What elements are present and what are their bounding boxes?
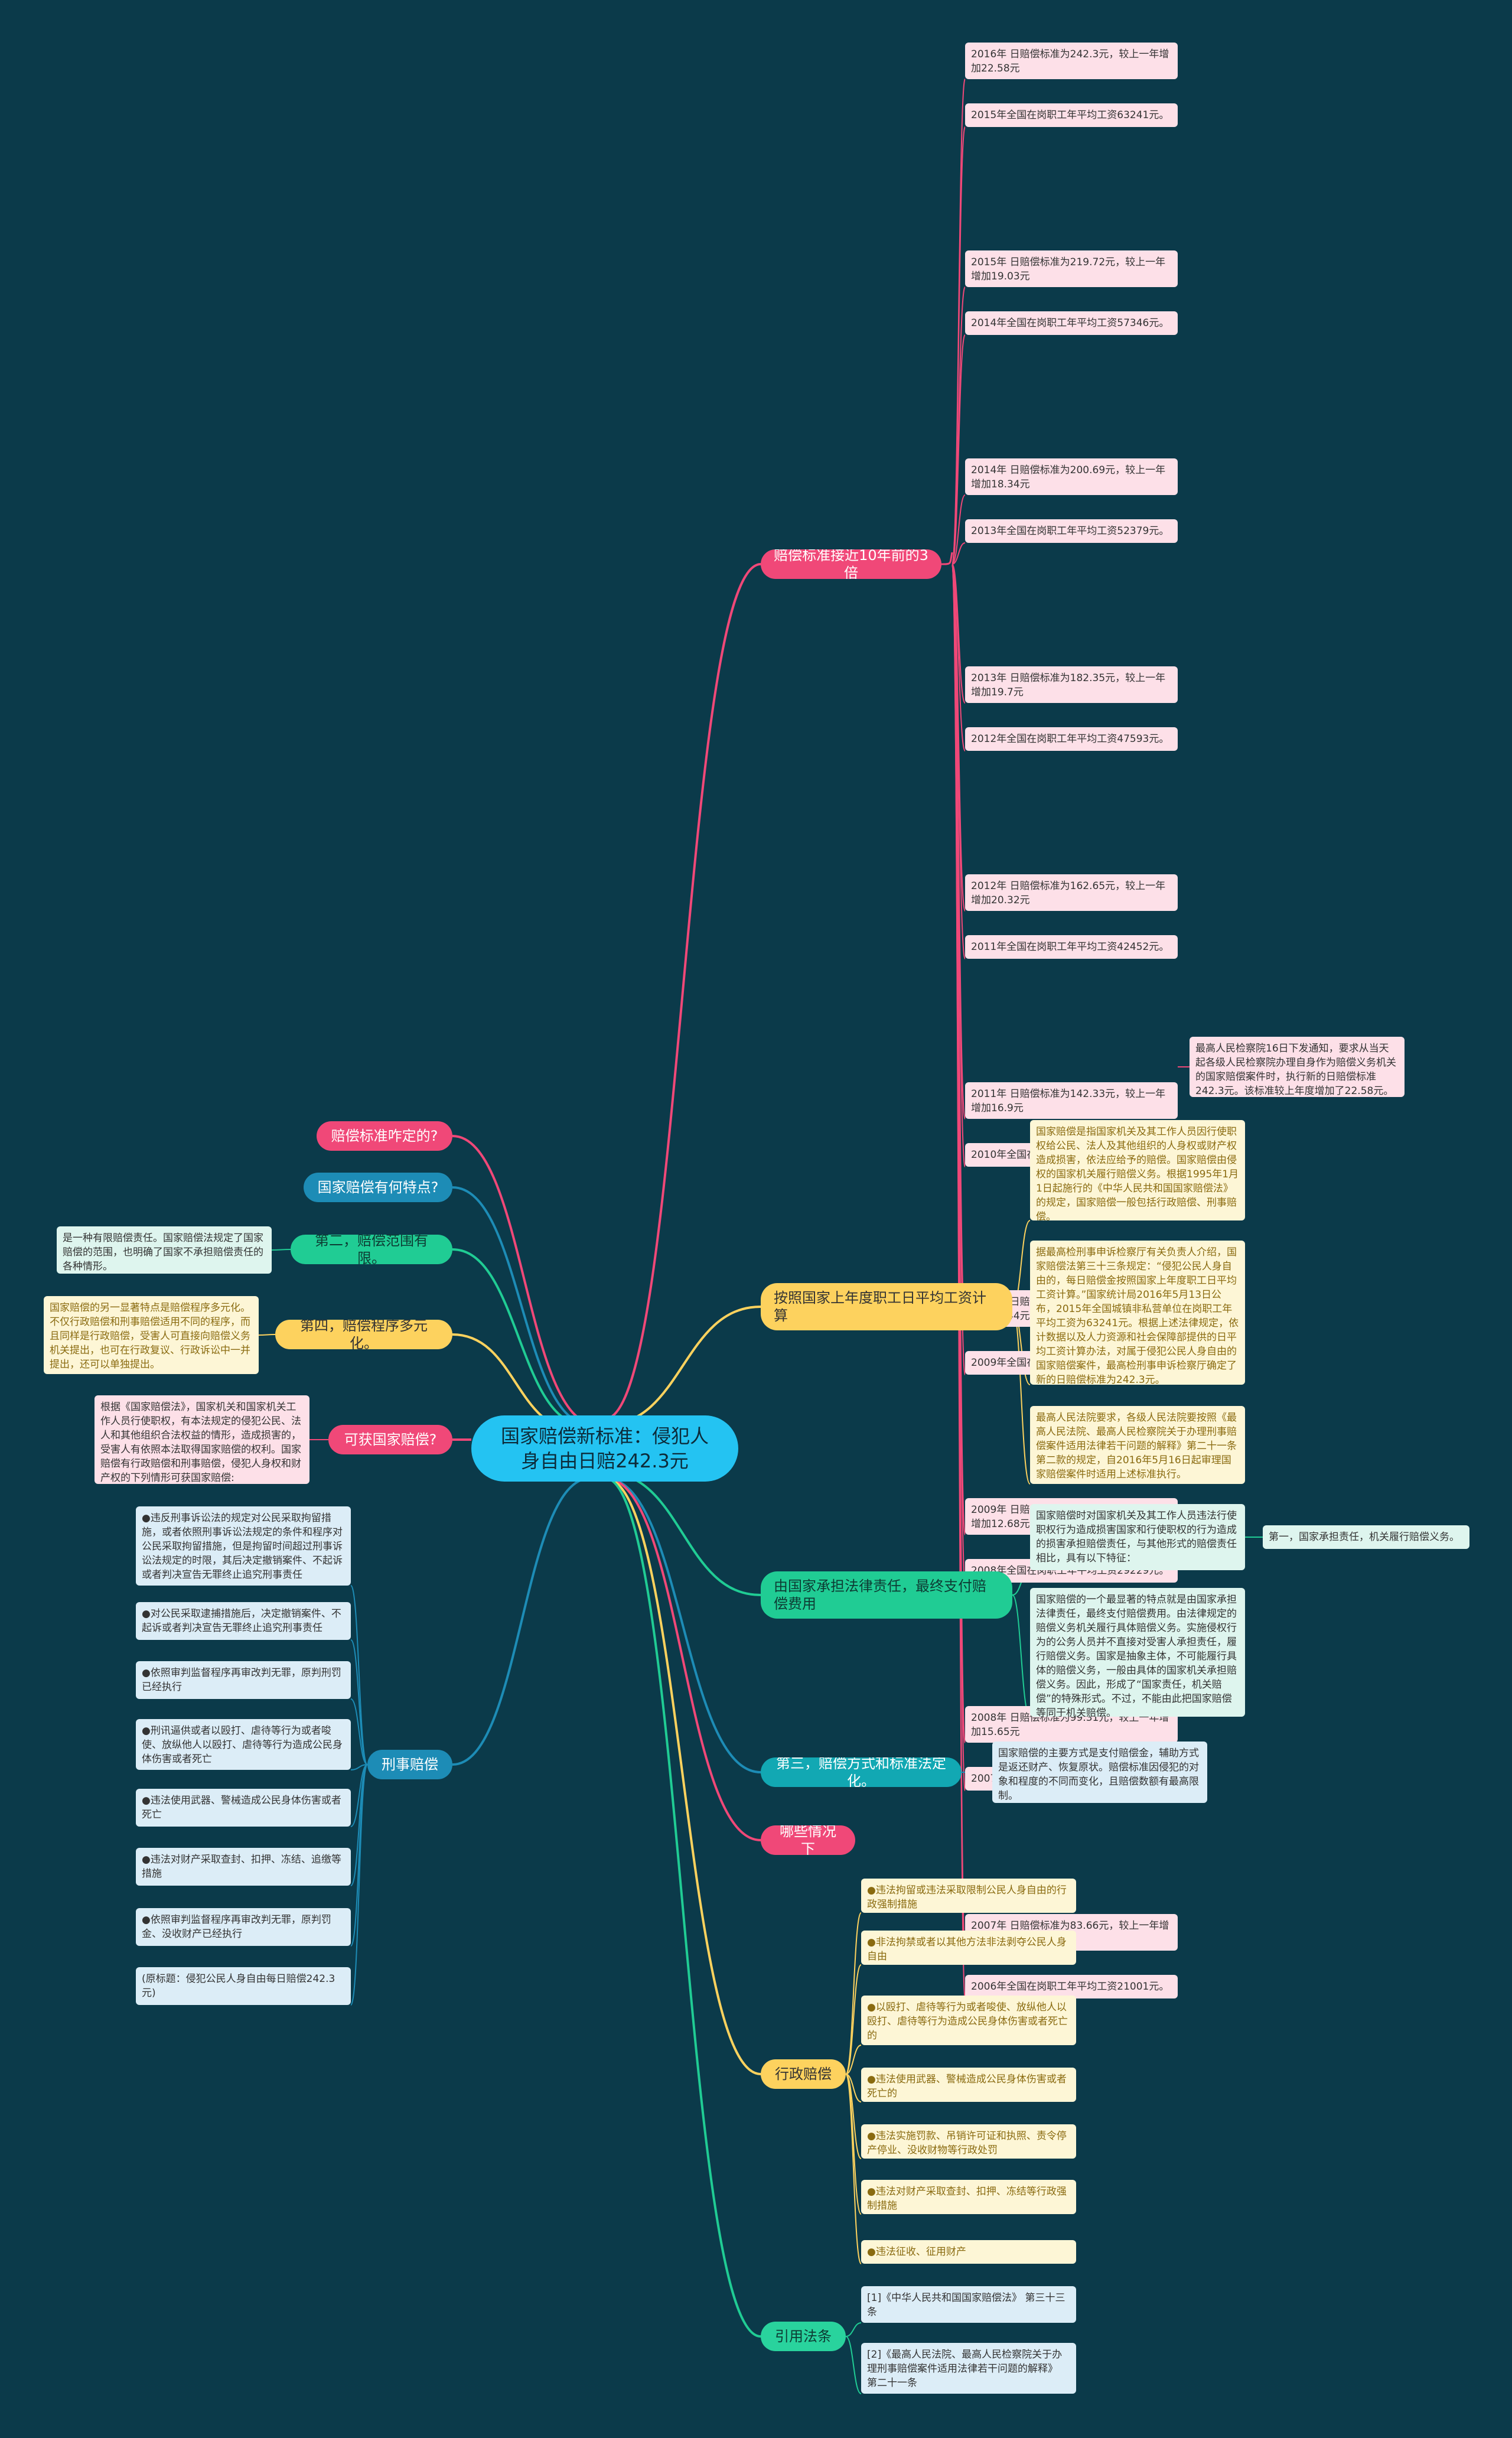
connector <box>845 2322 862 2337</box>
branch1-item-1: 2015年全国在岗职工年平均工资63241元。 <box>965 103 1178 127</box>
branch-cited-laws[interactable]: 引用法条 <box>761 2322 846 2351</box>
left6-item-0: ●违反刑事诉讼法的规定对公民采取拘留措施，或者依照刑事诉讼法规定的条件和程序对公… <box>136 1506 351 1586</box>
connector <box>350 1698 368 1765</box>
branch-which-situations[interactable]: 哪些情况下 <box>761 1825 855 1855</box>
connector <box>350 1764 368 1770</box>
branch-administrative-compensation[interactable]: 行政赔偿 <box>761 2059 846 2089</box>
connector <box>845 2074 862 2102</box>
branch3-item-0: 国家赔偿时对国家机关及其工作人员违法行使职权行为造成损害国家和行使职权的行为造成… <box>1030 1504 1245 1570</box>
branch1-item-5: 2013年全国在岗职工年平均工资52379元。 <box>965 519 1178 543</box>
connector <box>1012 1306 1031 1485</box>
left6-item-7: (原标题：侵犯公民人身自由每日赔偿242.3元) <box>136 1967 351 2005</box>
branch1-item-8: 2012年 日赔偿标准为162.65元，较上一年增加20.32元 <box>965 874 1178 911</box>
connector <box>845 2074 862 2215</box>
branch2-item-2: 最高人民法院要求，各级人民法院要按照《最高人民法院、最高人民检察院关于办理刑事赔… <box>1030 1406 1245 1484</box>
branch6-item-6: ●违法征收、征用财产 <box>861 2240 1076 2264</box>
branch2-item-0: 国家赔偿是指国家机关及其工作人员因行使职权给公民、法人及其他组织的人身权或财产权… <box>1030 1120 1245 1220</box>
branch-daily-wage[interactable]: 按照国家上年度职工日平均工资计算 <box>761 1283 1012 1330</box>
branch6-item-1: ●非法拘禁或者以其他方法非法剥夺公民人身自由 <box>861 1931 1076 1965</box>
left6-item-2: ●依照审判监督程序再审改判无罪，原判刑罚已经执行 <box>136 1661 351 1699</box>
branch2-item-1: 据最高检刑事申诉检察厅有关负责人介绍，国家赔偿法第三十三条规定：“侵犯公民人身自… <box>1030 1241 1245 1385</box>
branch6-item-2: ●以殴打、虐待等行为或者唆使、放纵他人以殴打、虐待等行为造成公民身体伤害或者死亡… <box>861 1996 1076 2045</box>
connector <box>258 1334 276 1336</box>
branch1-item-6: 2013年 日赔偿标准为182.35元，较上一年增加19.7元 <box>965 666 1178 703</box>
branch1-item-19: 2006年全国在岗职工年平均工资21001元。 <box>965 1975 1178 1998</box>
branch7-item-0: [1]《中华人民共和国国家赔偿法》 第三十三条 <box>861 2286 1076 2323</box>
branch1-item-7: 2012年全国在岗职工年平均工资47593元。 <box>965 727 1178 751</box>
connector <box>845 2336 862 2394</box>
left6-item-3: ●刑讯逼供或者以殴打、虐待等行为或者唆使、放纵他人以殴打、虐待等行为造成公民身体… <box>136 1719 351 1770</box>
connector <box>845 1912 862 2075</box>
branch1-item-10: 2011年 日赔偿标准为142.33元，较上一年增加16.9元 <box>965 1082 1178 1119</box>
connector <box>271 1249 291 1251</box>
connector <box>951 542 966 565</box>
branch3-item-1: 国家赔偿的一个最显著的特点就是由国家承担法律责任，最终支付赔偿费用。由法律规定的… <box>1030 1588 1245 1717</box>
connector <box>951 334 966 565</box>
branch-compensation-standard[interactable]: 赔偿标准接近10年前的3倍 <box>761 549 941 579</box>
left5-item: 根据《国家赔偿法》，国家机关和国家机关工作人员行使职权，有本法规定的侵犯公民、法… <box>94 1395 309 1484</box>
connector <box>452 1186 591 1426</box>
branch-method-standard[interactable]: 第三，赔偿方式和标准法定化。 <box>761 1757 962 1787</box>
branch6-item-0: ●违法拘留或违法采取限制公民人身自由的行政强制措施 <box>861 1879 1076 1913</box>
branch6-item-4: ●违法实施罚款、吊销许可证和执照、责令停产停业、没收财物等行政处罚 <box>861 2124 1076 2159</box>
connector <box>951 564 966 751</box>
connector <box>452 1135 597 1426</box>
connector <box>350 1764 368 2006</box>
branch1-item-0: 2016年 日赔偿标准为242.3元，较上一年增加22.58元 <box>965 43 1178 79</box>
branch6-item-3: ●违法使用武器、警械造成公民身体伤害或者死亡的 <box>861 2068 1076 2102</box>
branch1-item-4: 2014年 日赔偿标准为200.69元，较上一年增加18.34元 <box>965 458 1178 495</box>
branch-state-liability[interactable]: 由国家承担法律责任，最终支付赔偿费用 <box>761 1571 1012 1619</box>
connector <box>604 1306 761 1426</box>
branch1-item-3: 2014年全国在岗职工年平均工资57346元。 <box>965 311 1178 335</box>
branch1-item-2: 2015年 日赔偿标准为219.72元，较上一年增加19.03元 <box>965 250 1178 287</box>
connector <box>604 1477 761 1841</box>
left-diverse-procedure[interactable]: 第四，赔偿程序多元化。 <box>275 1320 452 1349</box>
connector <box>1012 1594 1031 1717</box>
left-characteristics[interactable]: 国家赔偿有何特点? <box>304 1173 452 1202</box>
left-eligible-compensation[interactable]: 可获国家赔偿? <box>328 1425 452 1454</box>
connector <box>845 2074 862 2264</box>
left6-item-4: ●违法使用武器、警械造成公民身体伤害或者死亡 <box>136 1789 351 1827</box>
left6-item-1: ●对公民采取逮捕措施后，决定撤销案件、不起诉或者判决宣告无罪终止追究刑事责任 <box>136 1602 351 1640</box>
left-how-standard-set[interactable]: 赔偿标准咋定的? <box>317 1121 452 1151</box>
branch1-item-9: 2011年全国在岗职工年平均工资42452元。 <box>965 935 1178 959</box>
branch3-sub: 第一，国家承担责任，机关履行赔偿义务。 <box>1263 1525 1469 1549</box>
branch7-item-1: [2]《最高人民法院、最高人民检察院关于办理刑事赔偿案件适用法律若干问题的解释》… <box>861 2343 1076 2394</box>
left-criminal-compensation[interactable]: 刑事赔偿 <box>367 1750 452 1779</box>
left-limited-scope[interactable]: 第二，赔偿范围有限。 <box>291 1235 452 1264</box>
connector <box>951 494 966 565</box>
root-topic[interactable]: 国家赔偿新标准：侵犯人身自由日赔242.3元 <box>471 1415 738 1482</box>
branch6-item-5: ●违法对财产采取查封、扣押、冻结等行政强制措施 <box>861 2180 1076 2214</box>
connector <box>941 552 953 565</box>
connector <box>604 1477 761 2338</box>
left4-item: 国家赔偿的另一显著特点是赔偿程序多元化。不仅行政赔偿和刑事赔偿适用不同的程序，而… <box>44 1296 259 1374</box>
connector <box>845 2045 862 2075</box>
connector <box>350 1764 368 1886</box>
left6-item-6: ●依照审判监督程序再审改判无罪，原判罚金、没收财产已经执行 <box>136 1908 351 1946</box>
connector <box>604 563 761 1420</box>
connector <box>350 1639 368 1765</box>
connector <box>845 1964 862 2075</box>
connector <box>604 1477 761 1773</box>
left6-item-5: ●违法对财产采取查封、扣押、冻结、追缴等措施 <box>136 1848 351 1886</box>
connector <box>604 1477 761 2075</box>
connector <box>452 1477 591 1766</box>
left3-item: 是一种有限赔偿责任。国家赔偿法规定了国家赔偿的范围，也明确了国家不承担赔偿责任的… <box>57 1226 272 1274</box>
connector <box>350 1764 368 1827</box>
connector <box>350 1585 368 1765</box>
branch1-extra-note: 最高人民检察院16日下发通知，要求从当天起各级人民检察院办理自身作为赔偿义务机关… <box>1190 1037 1405 1097</box>
branch4-item: 国家赔偿的主要方式是支付赔偿金，辅助方式是返还财产、恢复原状。赔偿标准因侵犯的对… <box>992 1742 1207 1803</box>
